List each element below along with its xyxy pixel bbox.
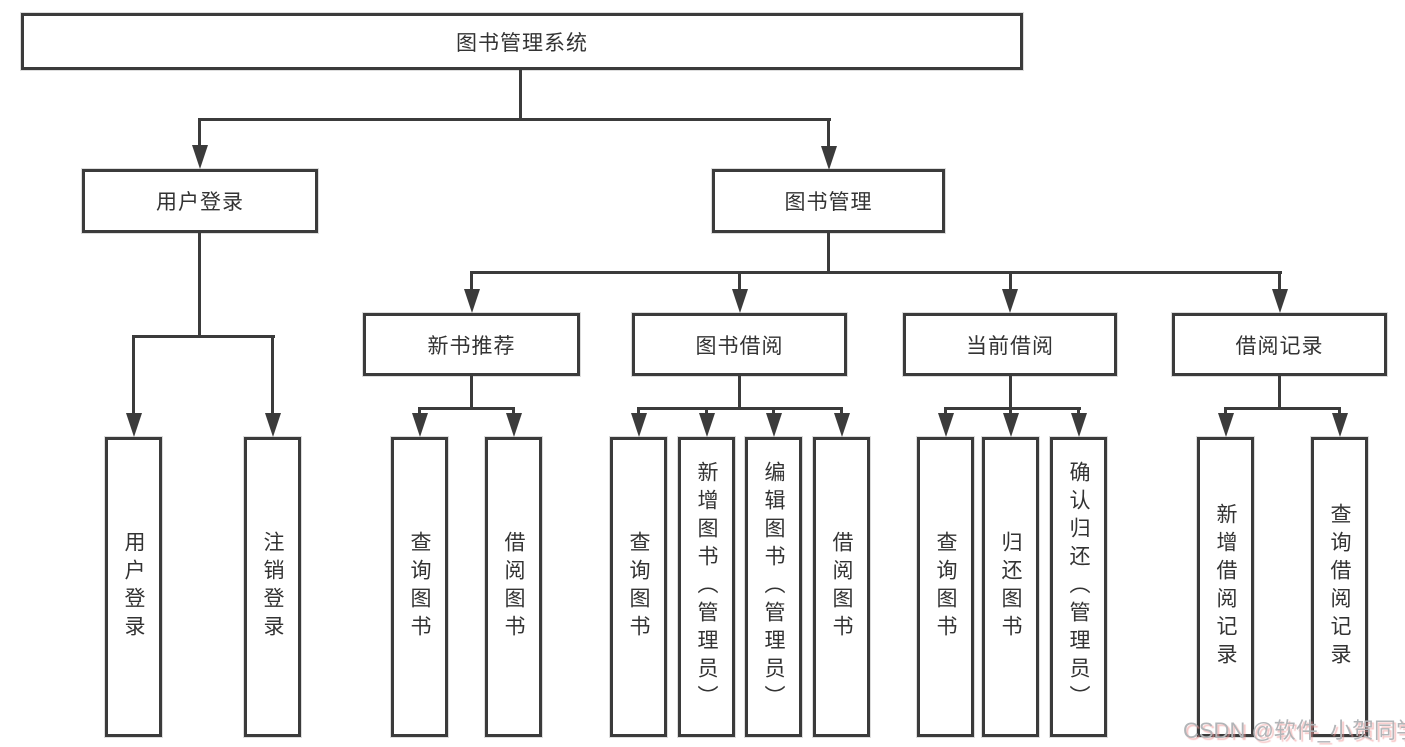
leaf-query-borrow-record-label: 查询借阅记录 bbox=[1328, 503, 1351, 671]
arrow-down-icon bbox=[834, 413, 850, 437]
arrow-down-icon bbox=[1071, 413, 1087, 437]
node-user-login: 用户登录 bbox=[82, 169, 318, 233]
connector-line bbox=[944, 407, 947, 417]
leaf-query-books-current-label: 查询图书 bbox=[934, 531, 957, 643]
leaf-borrow-books: 借阅图书 bbox=[813, 437, 870, 737]
node-current-borrow-label: 当前借阅 bbox=[966, 334, 1054, 358]
leaf-borrow-books-recommend-label: 借阅图书 bbox=[502, 531, 525, 643]
leaf-return-book: 归还图书 bbox=[982, 437, 1039, 737]
arrow-down-icon bbox=[938, 413, 954, 437]
node-book-management-label: 图书管理 bbox=[784, 191, 873, 214]
leaf-add-book-admin-label: 新增图书（管理员） bbox=[695, 461, 718, 713]
connector-line bbox=[1224, 407, 1341, 410]
arrow-down-icon bbox=[1218, 413, 1234, 437]
connector-line bbox=[944, 407, 1081, 410]
arrow-down-icon bbox=[126, 413, 142, 437]
node-book-borrow-label: 图书借阅 bbox=[695, 334, 784, 358]
node-root: 图书管理系统 bbox=[21, 13, 1023, 70]
connector-line bbox=[132, 335, 275, 338]
connector-line bbox=[519, 69, 522, 118]
connector-line bbox=[198, 233, 201, 338]
arrow-down-icon bbox=[1003, 413, 1019, 437]
leaf-user-login: 用户登录 bbox=[105, 437, 162, 737]
leaf-query-books-recommend: 查询图书 bbox=[391, 437, 448, 737]
connector-line bbox=[1278, 376, 1281, 410]
arrow-down-icon bbox=[631, 413, 647, 437]
leaf-query-books-recommend-label: 查询图书 bbox=[408, 531, 431, 643]
connector-line bbox=[637, 407, 843, 410]
leaf-confirm-return-admin: 确认归还（管理员） bbox=[1050, 437, 1107, 737]
connector-line bbox=[470, 271, 1282, 274]
leaf-borrow-books-label: 借阅图书 bbox=[830, 531, 853, 643]
arrow-down-icon bbox=[412, 413, 428, 437]
connector-line bbox=[271, 335, 274, 415]
connector-line bbox=[1338, 407, 1341, 417]
connector-line bbox=[738, 271, 741, 292]
connector-line bbox=[1009, 271, 1012, 292]
leaf-borrow-books-recommend: 借阅图书 bbox=[485, 437, 542, 737]
node-borrow-records-label: 借阅记录 bbox=[1235, 334, 1324, 358]
connector-line bbox=[470, 271, 473, 292]
csdn-watermark: CSDN @软件_小贺同学 bbox=[1183, 718, 1405, 743]
arrow-down-icon bbox=[192, 145, 208, 169]
connector-line bbox=[840, 407, 843, 417]
connector-line bbox=[827, 233, 830, 274]
connector-line bbox=[418, 407, 515, 410]
connector-line bbox=[1077, 407, 1080, 417]
leaf-confirm-return-admin-label: 确认归还（管理员） bbox=[1067, 461, 1090, 713]
arrow-down-icon bbox=[732, 289, 748, 313]
arrow-down-icon bbox=[265, 413, 281, 437]
node-new-book-recommend: 新书推荐 bbox=[363, 313, 580, 376]
connector-line bbox=[1009, 407, 1012, 417]
arrow-down-icon bbox=[464, 289, 480, 313]
leaf-add-borrow-record-label: 新增借阅记录 bbox=[1214, 503, 1237, 671]
leaf-return-book-label: 归还图书 bbox=[999, 531, 1022, 643]
connector-line bbox=[637, 407, 640, 417]
leaf-add-borrow-record: 新增借阅记录 bbox=[1197, 437, 1254, 737]
connector-line bbox=[1278, 271, 1281, 292]
arrow-down-icon bbox=[1272, 289, 1288, 313]
connector-line bbox=[705, 407, 708, 417]
connector-line bbox=[827, 118, 830, 148]
leaf-logout-label: 注销登录 bbox=[261, 531, 284, 643]
connector-line bbox=[1009, 376, 1012, 410]
connector-line bbox=[738, 376, 741, 410]
leaf-user-login-label: 用户登录 bbox=[122, 531, 145, 643]
node-new-book-recommend-label: 新书推荐 bbox=[427, 334, 516, 358]
node-root-label: 图书管理系统 bbox=[456, 31, 588, 55]
arrow-down-icon bbox=[1332, 413, 1348, 437]
connector-line bbox=[1224, 407, 1227, 417]
node-current-borrow: 当前借阅 bbox=[903, 313, 1117, 376]
connector-line bbox=[198, 118, 201, 148]
connector-line bbox=[512, 407, 515, 417]
arrow-down-icon bbox=[1002, 289, 1018, 313]
arrow-down-icon bbox=[506, 413, 522, 437]
node-user-login-label: 用户登录 bbox=[156, 191, 244, 214]
connector-line bbox=[470, 376, 473, 410]
connector-line bbox=[772, 407, 775, 417]
leaf-edit-book-admin-label: 编辑图书（管理员） bbox=[762, 461, 785, 713]
leaf-logout: 注销登录 bbox=[244, 437, 301, 737]
leaf-query-books-borrow-label: 查询图书 bbox=[627, 531, 650, 643]
leaf-add-book-admin: 新增图书（管理员） bbox=[678, 437, 735, 737]
node-book-management: 图书管理 bbox=[712, 169, 945, 233]
node-book-borrow: 图书借阅 bbox=[632, 313, 847, 376]
leaf-query-borrow-record: 查询借阅记录 bbox=[1311, 437, 1368, 737]
leaf-edit-book-admin: 编辑图书（管理员） bbox=[745, 437, 802, 737]
arrow-down-icon bbox=[821, 146, 837, 170]
connector-line bbox=[198, 118, 831, 121]
arrow-down-icon bbox=[766, 413, 782, 437]
leaf-query-books-borrow: 查询图书 bbox=[610, 437, 667, 737]
leaf-query-books-current: 查询图书 bbox=[917, 437, 974, 737]
arrow-down-icon bbox=[699, 413, 715, 437]
node-borrow-records: 借阅记录 bbox=[1172, 313, 1387, 376]
connector-line bbox=[418, 407, 421, 417]
connector-line bbox=[132, 335, 135, 415]
